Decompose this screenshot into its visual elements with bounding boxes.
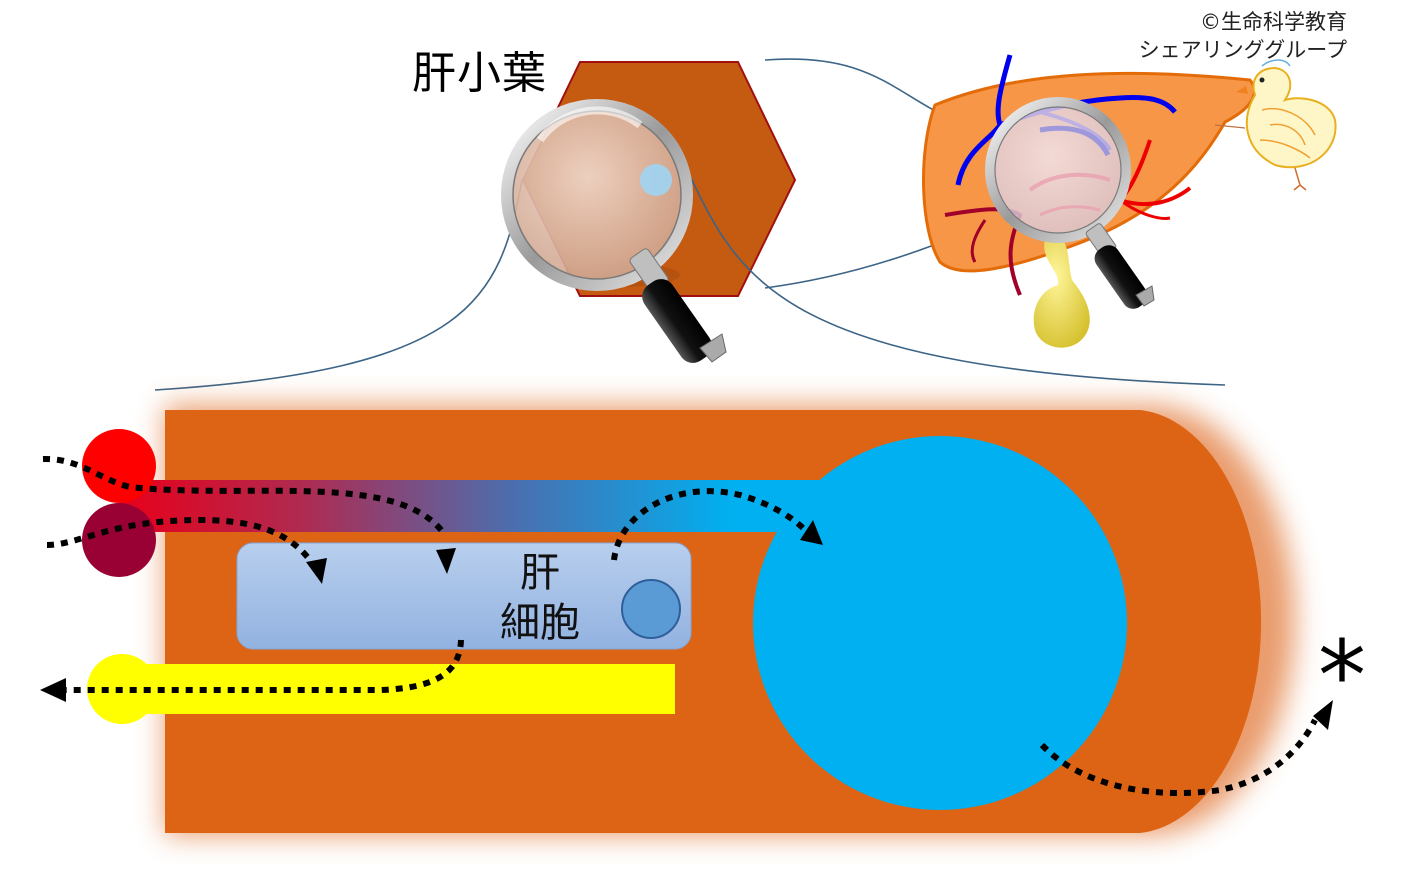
arrow-head-central-out bbox=[1313, 700, 1333, 730]
hepatocyte-cell bbox=[236, 542, 692, 650]
arrow-head-portal bbox=[306, 558, 327, 584]
arrow-bile-outflow bbox=[62, 639, 464, 693]
magnifying-glass-icon-2 bbox=[985, 97, 1155, 309]
copyright-credit: ©生命科学教育 シェアリンググループ bbox=[1139, 8, 1347, 64]
flow-arrows bbox=[42, 455, 1318, 796]
hepatocyte-label-line-1: 肝 bbox=[520, 550, 560, 596]
hepatocyte-label: 肝 細胞 bbox=[480, 548, 600, 648]
liver-lobule-label: 肝小葉 bbox=[412, 48, 547, 99]
arrow-heads bbox=[40, 520, 1333, 730]
credit-line-1: ©生命科学教育 bbox=[1200, 10, 1347, 34]
arrow-head-artery bbox=[436, 548, 456, 574]
arrow-artery-inflow bbox=[42, 455, 448, 537]
arrow-head-central-in bbox=[800, 520, 823, 545]
arrow-head-bile bbox=[40, 678, 66, 702]
zoom-line-right bbox=[687, 171, 1226, 386]
zoom-line-left bbox=[154, 179, 523, 391]
hepatocyte-label-line-2: 細胞 bbox=[500, 600, 580, 646]
chick-drawing-icon bbox=[1214, 59, 1337, 191]
portal-vein-circle bbox=[82, 503, 156, 577]
hepatic-artery-circle bbox=[82, 429, 156, 503]
arrow-central-outflow bbox=[1039, 718, 1318, 796]
hepatocyte-nucleus bbox=[621, 579, 681, 639]
arrow-portal-inflow bbox=[46, 516, 313, 562]
asterisk-mark: * bbox=[1318, 620, 1366, 732]
arrow-to-central-vein bbox=[611, 488, 808, 561]
central-vein bbox=[753, 436, 1127, 810]
magnifying-glass-icon bbox=[501, 99, 727, 363]
credit-line-2: シェアリンググループ bbox=[1138, 38, 1347, 62]
